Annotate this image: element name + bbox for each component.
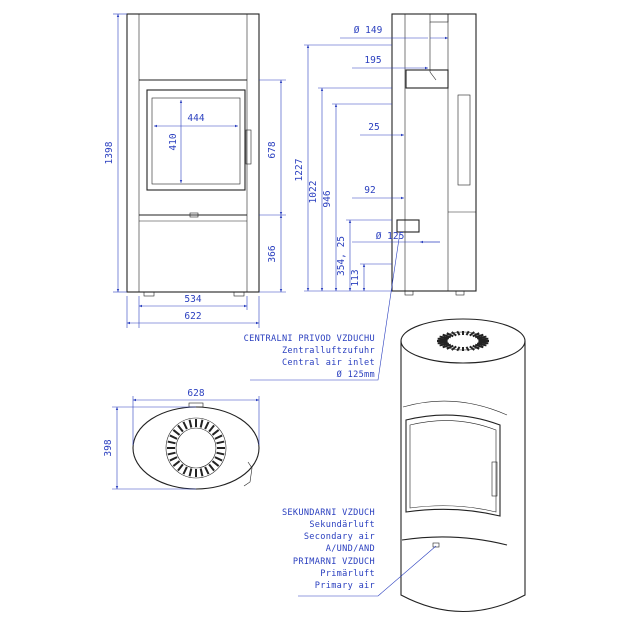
grate-slot [472,332,480,338]
grate-slot [177,424,184,433]
label-central-cz: CENTRALNI PRIVOD VZDUCHU [244,334,375,344]
grate-slot [204,421,210,430]
grate-slot [177,463,184,472]
dim-678: 678 [267,141,278,158]
perspective-view [400,318,526,613]
grate-slot [208,424,215,433]
grate-slot [451,345,457,351]
grate-slot [469,331,475,337]
label-prim-cz: PRIMARNI VZDUCH [293,557,375,567]
grate-slot [451,331,457,337]
dim-622: 622 [184,311,201,322]
grate-slot [474,333,484,339]
grate-slot [446,344,454,350]
door-handle [245,129,252,165]
grate-slot [182,466,188,475]
top-view: 628 398 [103,388,260,490]
dim-d149: Ø 149 [354,25,383,36]
label-prim-de: Primärluft [320,569,375,579]
dim-92: 92 [364,185,375,196]
perspective-grate [437,330,489,352]
grate-slot [446,332,454,338]
grate-slot [437,341,448,345]
grate-slot [437,337,448,341]
grate-slot [169,456,178,462]
dim-1398: 1398 [104,141,115,164]
grate-slot [169,434,178,440]
dim-398: 398 [103,439,114,456]
label-sec-cz: SEKUNDARNI VZDUCH [282,508,375,518]
label-sec-de: Sekundärluft [309,520,375,530]
side-window [457,94,471,186]
front-view: 444 410 1398 678 366 534 622 [104,13,286,328]
grate-slot [172,460,181,467]
grate-slot [478,337,489,341]
dim-25: 25 [368,122,379,133]
dim-d125: Ø 125 [376,231,405,242]
label-sec-en: Secondary air [304,532,375,542]
label-central-dia: Ø 125mm [337,369,375,380]
grate-slot [472,344,480,350]
grate-slot [208,463,215,472]
grate-slot [211,460,220,467]
grate-slot [199,468,204,477]
label-and: A/UND/AND [326,544,375,554]
grate-slot [456,346,461,352]
grate-slot [216,440,225,445]
label-central-de: Zentralluftzufuhr [282,346,375,356]
grate-slot [439,342,450,347]
label-central-en: Central air inlet [282,358,375,368]
dim-628: 628 [187,388,204,399]
grate-slot [465,346,470,352]
grate-slot [172,429,181,436]
perspective-handle [491,461,498,497]
grate-slot [442,333,452,339]
dim-1227: 1227 [294,159,305,182]
grate-slot [182,421,188,430]
dim-195: 195 [364,55,381,66]
grate-slot [188,468,193,477]
dim-534: 534 [184,294,201,305]
flue-outlet [405,69,449,89]
dim-946: 946 [322,190,333,207]
air-label: SEKUNDARNI VZDUCH Sekundärluft Secondary… [282,508,437,597]
grate-slot [469,345,475,351]
perspective-top [400,318,526,364]
grate-slot [211,429,220,436]
top-grate [167,419,225,477]
grate-slot [216,451,225,456]
perspective-door [405,414,501,517]
dim-354: 354, 25 [336,236,347,276]
grate-slot [439,335,450,340]
grate-slot [199,419,204,428]
grate-slot [188,419,193,428]
grate-slot [167,451,176,456]
air-inlet [396,219,420,233]
dim-410: 410 [168,133,179,150]
dim-1022: 1022 [308,181,319,204]
central-air-label: CENTRALNI PRIVOD VZDUCHU Zentralluftzufu… [244,231,401,381]
front-body-outline [126,13,260,293]
grate-slot [442,343,452,349]
grate-slot [456,330,461,336]
dim-366: 366 [267,245,278,262]
label-prim-en: Primary air [315,581,375,591]
front-door [146,89,246,191]
front-glass [151,97,241,185]
grate-slot [478,341,489,345]
grate-slot [474,343,484,349]
grate-slot [214,456,223,462]
grate-slot [465,330,470,336]
perspective-glass [409,420,497,513]
grate-slot [167,440,176,445]
grate-slot [214,434,223,440]
side-body-outline [391,13,477,292]
grate-slot [476,342,487,347]
side-view: Ø 149 195 25 92 Ø 125 1227 1022 946 354,… [294,13,477,296]
grate-slot [204,466,210,475]
dim-113: 113 [350,269,361,286]
grate-slot [476,335,487,340]
dim-444: 444 [187,113,204,124]
